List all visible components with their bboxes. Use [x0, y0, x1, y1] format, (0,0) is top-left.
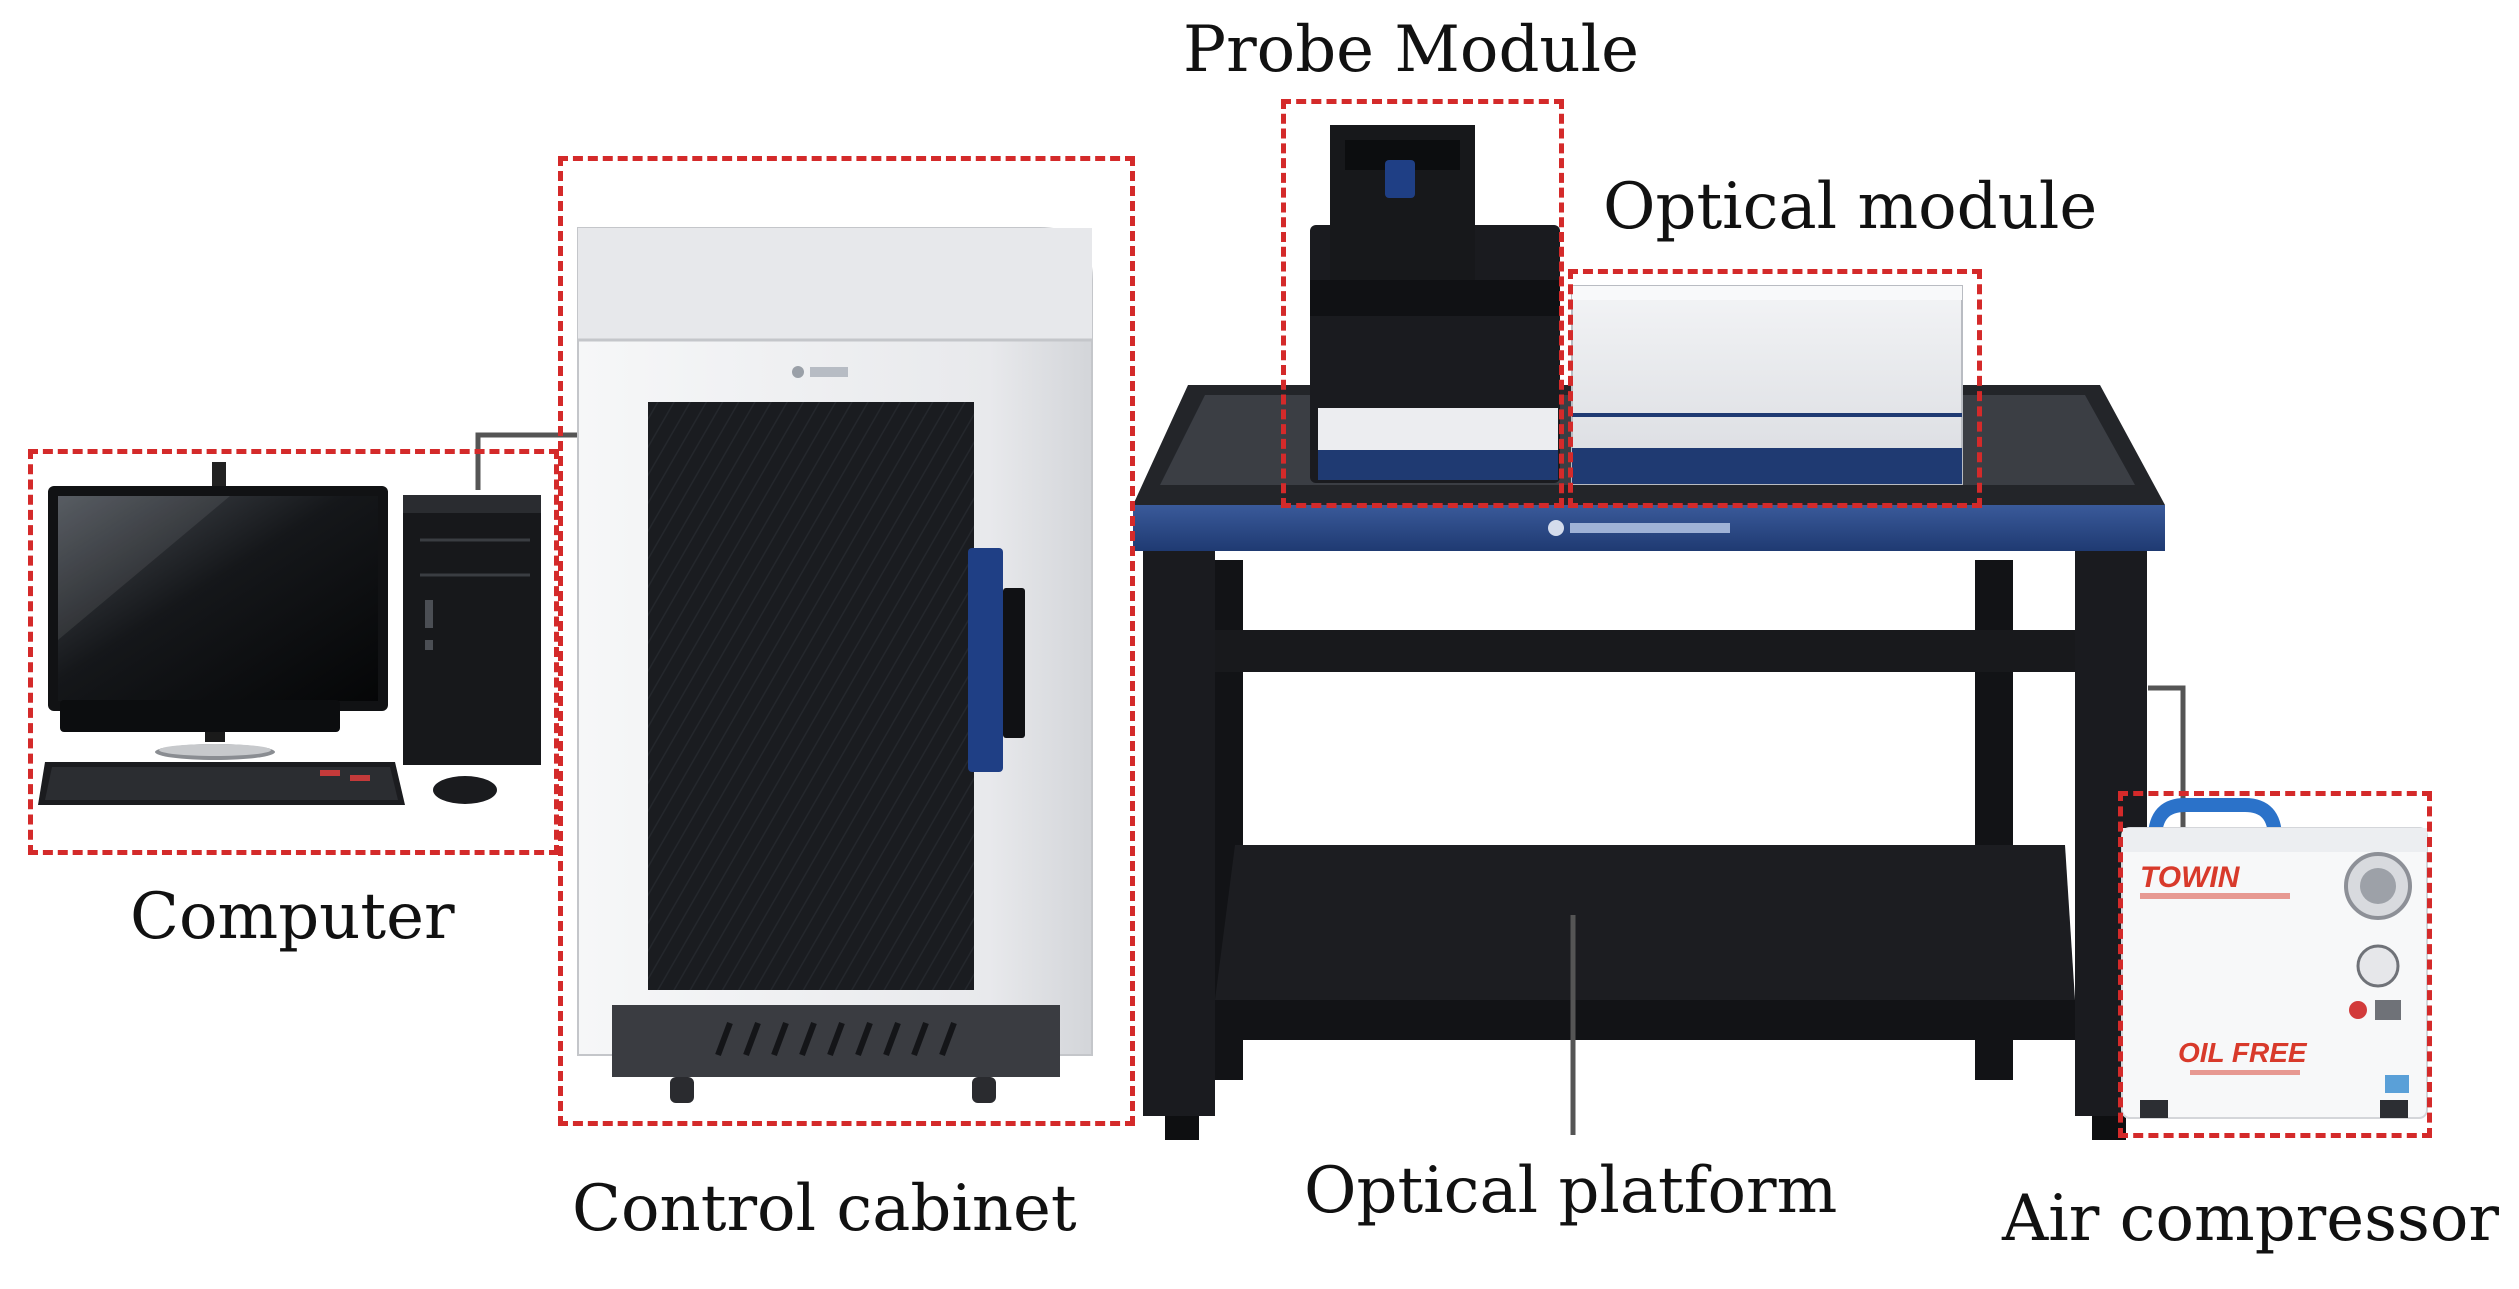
computer-highlight-box	[28, 449, 559, 855]
optical-module-highlight-box	[1568, 269, 1982, 508]
probe-module-highlight-box	[1281, 99, 1564, 508]
control-cabinet-highlight-box	[558, 156, 1135, 1126]
computer-cabinet-connector	[475, 432, 580, 490]
keyboard	[38, 762, 405, 805]
probe-module	[1310, 125, 1560, 483]
cabinet-vents	[715, 1021, 957, 1057]
air-compressor-label: Air compressor	[2002, 1182, 2499, 1256]
monitor	[48, 462, 388, 760]
computer-group	[38, 462, 541, 805]
mouse	[433, 776, 497, 804]
computer-label: Computer	[130, 880, 455, 954]
compressor-connector	[2148, 685, 2186, 842]
optical-platform-label: Optical platform	[1304, 1154, 1838, 1228]
optical-module	[1571, 285, 1963, 485]
compressor-brand-text: TOWIN	[2140, 861, 2241, 894]
pc-tower	[403, 495, 541, 765]
oil-free-text: OIL FREE	[2178, 1037, 2308, 1068]
control-cabinet-label: Control cabinet	[572, 1172, 1077, 1246]
control-cabinet	[577, 227, 1093, 1103]
air-compressor-highlight-box	[2118, 791, 2432, 1138]
probe-module-label: Probe Module	[1183, 13, 1639, 87]
air-compressor: TOWIN OIL FREE	[2121, 685, 2428, 1119]
optical-module-label: Optical module	[1603, 170, 2098, 244]
